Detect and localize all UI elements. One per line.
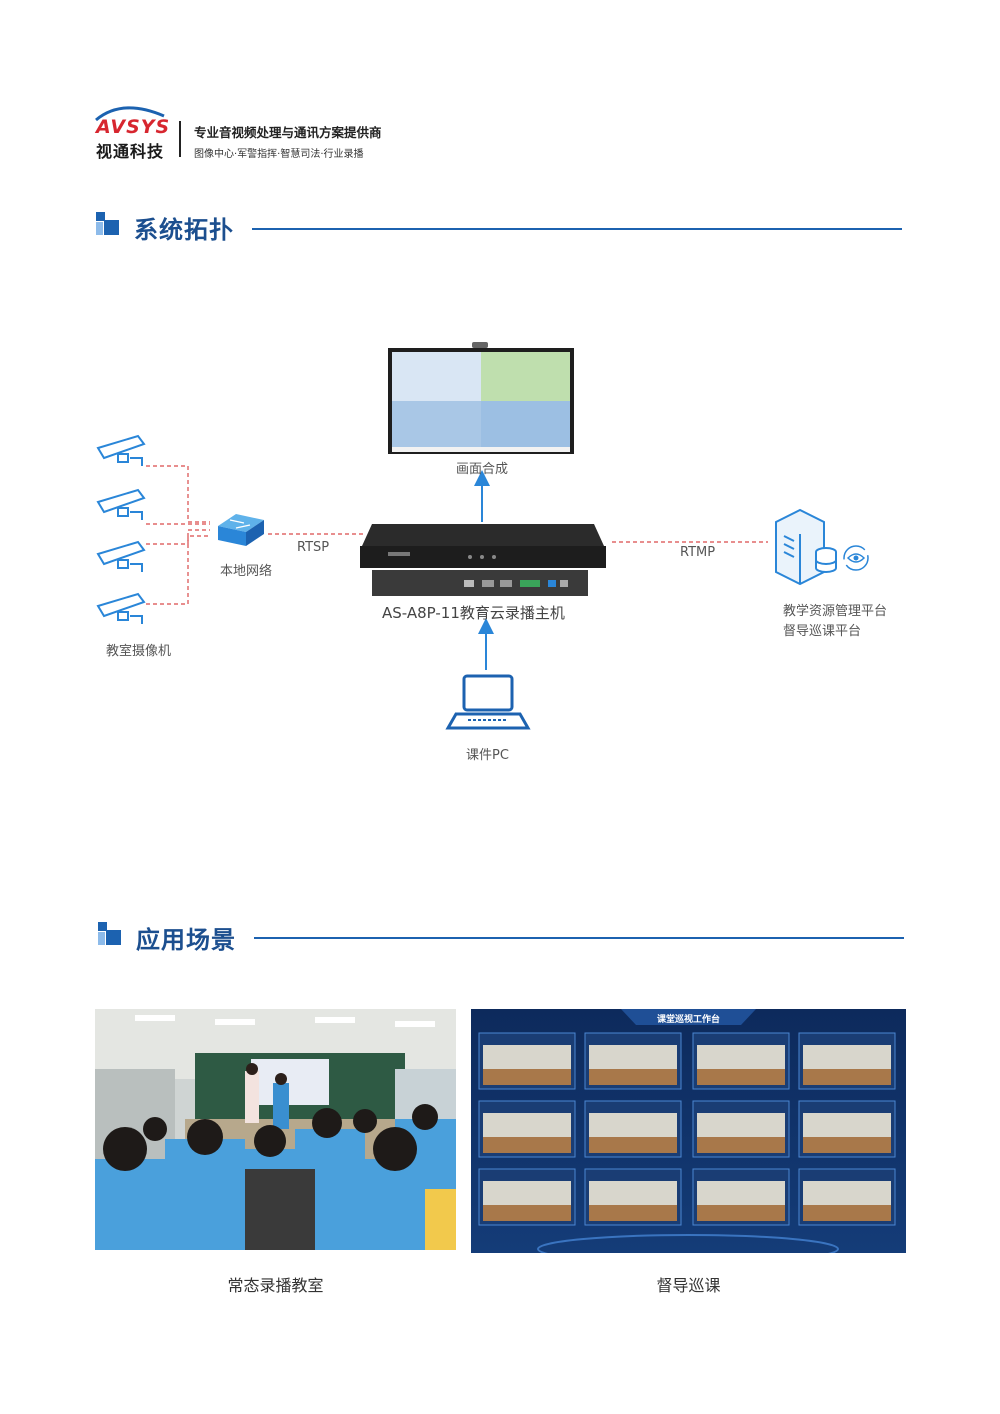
server-database-icon (775, 508, 869, 586)
caption-patrol: 督导巡课 (656, 1276, 721, 1295)
rtmp-label: RTMP (680, 545, 716, 560)
classroom-photo (95, 1009, 456, 1250)
pc-label: 课件PC (466, 748, 509, 763)
section-rule-scenes (254, 937, 904, 939)
display-label: 画面合成 (456, 462, 509, 477)
logo-name: 视通科技 (96, 142, 165, 161)
rtsp-label: RTSP (297, 540, 330, 555)
dashboard-title: 课堂巡视工作台 (656, 1015, 720, 1025)
caption-classroom: 常态录播教室 (227, 1276, 324, 1295)
logo-brand: AVSYS (96, 116, 171, 138)
section-marker-icon (98, 922, 122, 946)
section-marker-icon (96, 212, 120, 236)
cameras-label: 教室摄像机 (106, 644, 172, 659)
section-title-topology: 系统拓扑 (134, 216, 234, 244)
camera-icon (96, 434, 146, 466)
network-switch-icon (218, 514, 264, 546)
section-rule-topology (252, 228, 902, 230)
tagline-main: 专业音视频处理与通讯方案提供商 (194, 125, 382, 140)
host-label: AS-A8P-11教育云录播主机 (382, 604, 565, 622)
display-monitor-icon (388, 342, 574, 454)
switch-label: 本地网络 (220, 564, 273, 579)
platform-label-1: 教学资源管理平台 (783, 604, 888, 619)
tagline-sub: 图像中心·军警指挥·智慧司法·行业录播 (194, 149, 364, 160)
laptop-icon (445, 674, 531, 730)
header-divider (179, 121, 181, 157)
topology-diagram (96, 342, 869, 730)
patrol-dashboard-screenshot: 课堂巡视工作台 (471, 1009, 906, 1253)
camera-icon (96, 488, 146, 520)
platform-label-2: 督导巡课平台 (783, 624, 862, 639)
section-title-scenes: 应用场景 (136, 926, 236, 954)
camera-links (146, 465, 768, 605)
logo-swoosh-icon (95, 106, 165, 122)
camera-icon (96, 540, 146, 572)
camera-icon (96, 592, 146, 624)
recording-host-icon (360, 524, 606, 596)
